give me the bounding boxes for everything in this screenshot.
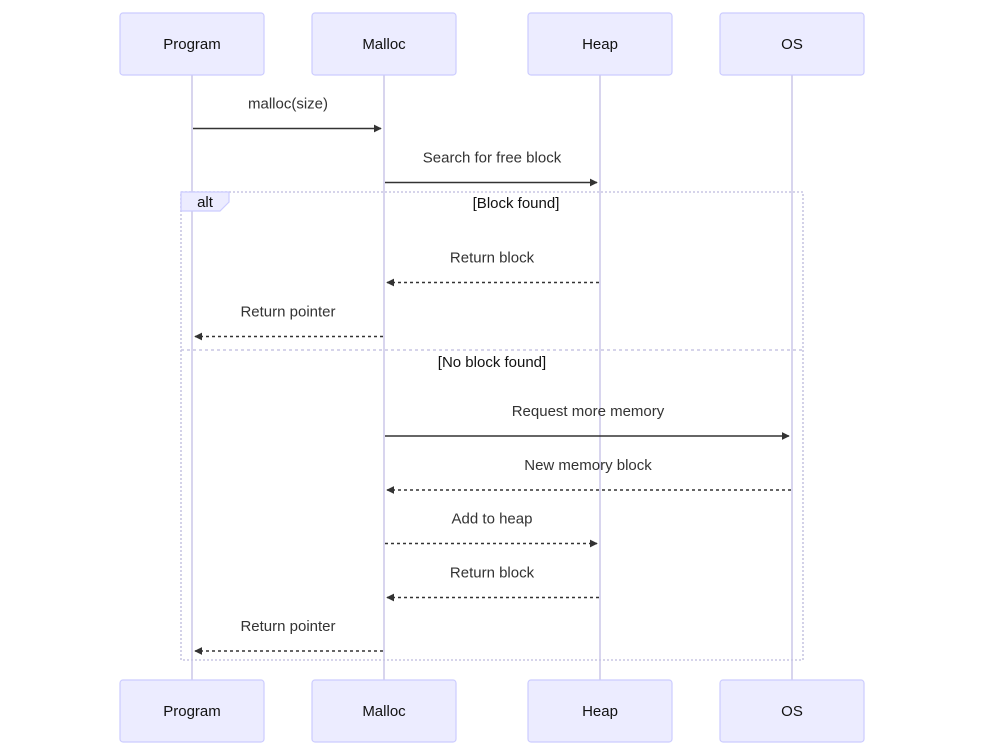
message-label: Add to heap: [452, 511, 533, 528]
actor-label: OS: [781, 36, 803, 53]
message-6: New memory block: [386, 457, 791, 494]
message-label: Return block: [450, 565, 535, 582]
actor-label: Heap: [582, 703, 618, 720]
actor-label: Heap: [582, 36, 618, 53]
actor-box: [119, 12, 265, 76]
actor-box: [119, 679, 265, 743]
message-8: Return block: [386, 565, 599, 602]
actor-label: Program: [163, 703, 221, 720]
message-label: Return block: [450, 250, 535, 267]
alt-tag-label: alt: [197, 194, 214, 211]
actors-bottom: Program Malloc Heap OS: [119, 679, 865, 743]
alt-frame-border: [180, 191, 804, 661]
message-2: Search for free block: [385, 150, 598, 187]
actor-os-top[interactable]: OS: [719, 12, 865, 76]
actor-box: [719, 679, 865, 743]
message-1: malloc(size): [193, 96, 382, 133]
message-7: Add to heap: [385, 511, 598, 548]
message-label: New memory block: [524, 457, 652, 474]
message-9: Return pointer: [194, 618, 383, 655]
alt-tag-box: [180, 191, 230, 212]
alt-condition-no-block-found: [No block found]: [438, 354, 546, 371]
message-label: malloc(size): [248, 96, 328, 113]
actor-os-bottom[interactable]: OS: [719, 679, 865, 743]
alt-condition-block-found: [Block found]: [473, 195, 560, 212]
actor-heap-bottom[interactable]: Heap: [527, 679, 673, 743]
actor-program-top[interactable]: Program: [119, 12, 265, 76]
messages: malloc(size) Search for free block Retur…: [193, 96, 791, 655]
message-3: Return block: [386, 250, 599, 287]
message-label: Search for free block: [423, 150, 562, 167]
actor-box: [527, 679, 673, 743]
actor-program-bottom[interactable]: Program: [119, 679, 265, 743]
message-label: Return pointer: [240, 304, 335, 321]
alt-frame: alt [Block found] [No block found]: [180, 191, 804, 661]
actors-top: Program Malloc Heap OS: [119, 12, 865, 76]
actor-label: Malloc: [362, 703, 406, 720]
actor-heap-top[interactable]: Heap: [527, 12, 673, 76]
lifelines: [191, 75, 793, 680]
actor-box: [527, 12, 673, 76]
message-5: Request more memory: [385, 403, 790, 440]
actor-box: [311, 12, 457, 76]
message-label: Request more memory: [512, 403, 665, 420]
actor-box: [311, 679, 457, 743]
actor-label: Malloc: [362, 36, 406, 53]
message-label: Return pointer: [240, 618, 335, 635]
actor-box: [719, 12, 865, 76]
actor-malloc-bottom[interactable]: Malloc: [311, 679, 457, 743]
actor-label: OS: [781, 703, 803, 720]
message-4: Return pointer: [194, 304, 383, 341]
actor-label: Program: [163, 36, 221, 53]
actor-malloc-top[interactable]: Malloc: [311, 12, 457, 76]
